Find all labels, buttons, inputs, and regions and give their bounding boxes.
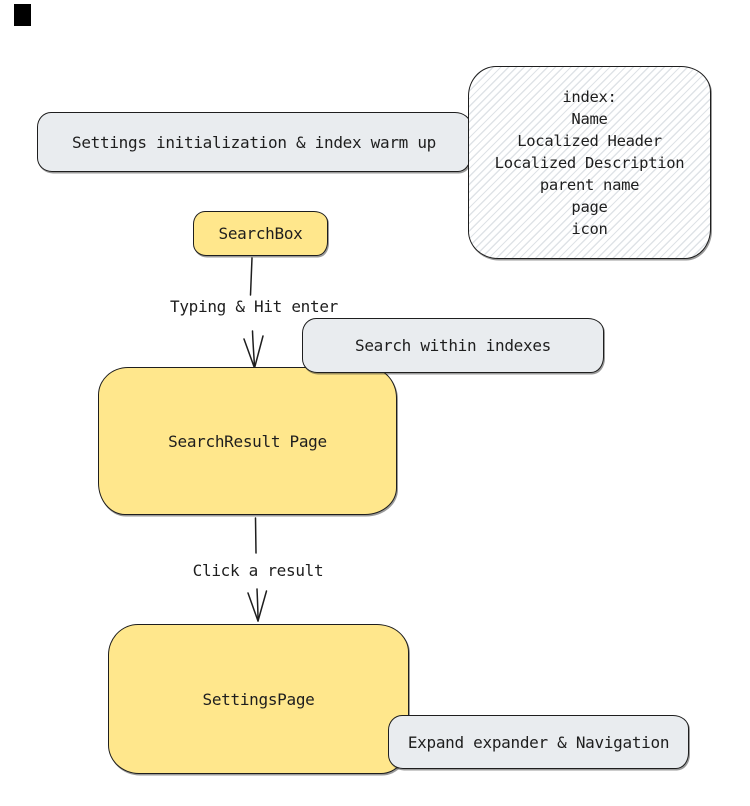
node-settings-page: SettingsPage	[108, 624, 409, 774]
index-line: Localized Header	[517, 131, 662, 150]
index-line: parent name	[539, 175, 640, 194]
node-search-within-indexes: Search within indexes	[302, 318, 604, 373]
index-line: index:	[562, 87, 617, 106]
index-line: Name	[571, 109, 608, 128]
arrow-searchbox-to-searchresult	[243, 257, 264, 369]
edge-label-typing-hit-enter: Typing & Hit enter	[157, 296, 351, 317]
node-search-box-label: SearchBox	[218, 224, 303, 243]
node-expand-nav-label: Expand expander & Navigation	[407, 732, 670, 752]
node-search-within-label: Search within indexes	[355, 336, 551, 355]
arrow-searchresult-to-settingspage	[247, 517, 268, 622]
node-search-result-page: SearchResult Page	[98, 367, 397, 515]
node-settings-init-label: Settings initialization & index warm up	[72, 132, 436, 152]
node-index-fields: index: Name Localized Header Localized D…	[468, 66, 711, 259]
node-expand-expander-navigation: Expand expander & Navigation	[388, 715, 689, 769]
black-square-artifact	[14, 4, 31, 26]
node-search-box: SearchBox	[193, 211, 328, 256]
index-line: page	[571, 197, 608, 216]
node-search-result-label: SearchResult Page	[168, 431, 327, 451]
edge-label-click-a-result: Click a result	[179, 560, 337, 581]
node-settings-page-label: SettingsPage	[202, 689, 315, 709]
index-line: Localized Description	[494, 153, 685, 172]
index-line: icon	[571, 219, 608, 238]
